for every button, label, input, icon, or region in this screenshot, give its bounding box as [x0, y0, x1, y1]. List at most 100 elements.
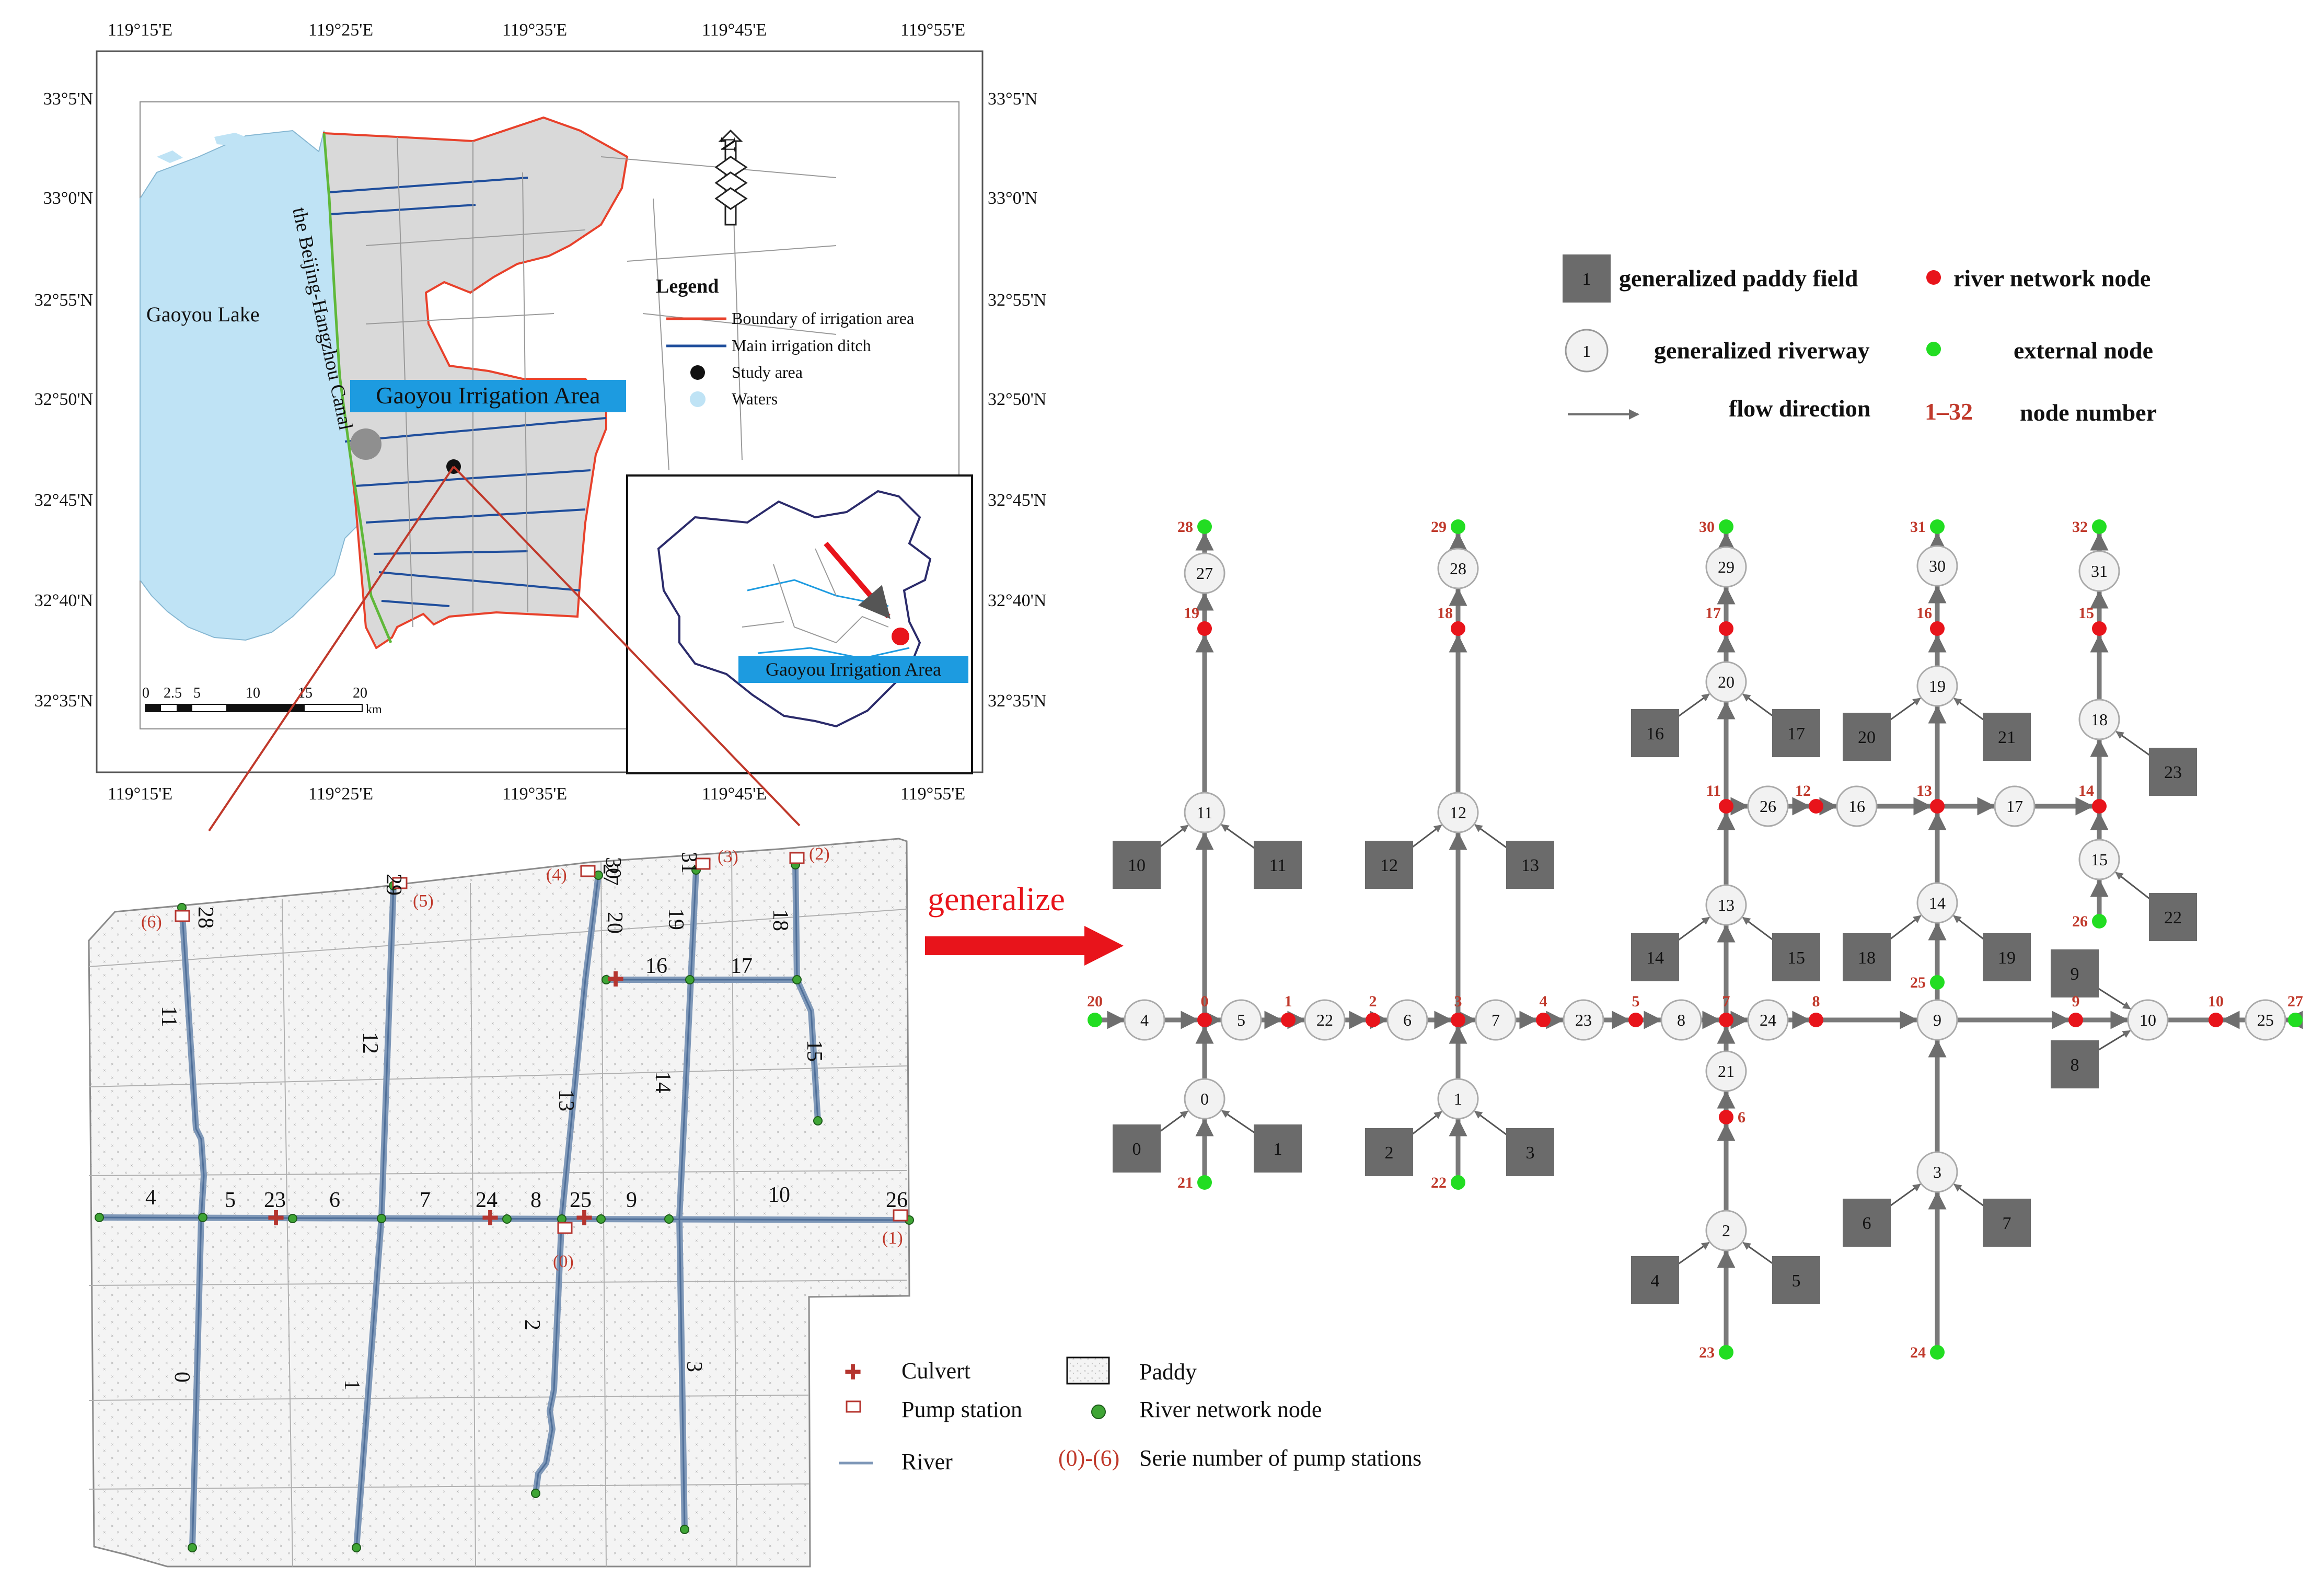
node-24: [1930, 1345, 1945, 1360]
svg-text:(5): (5): [413, 891, 434, 911]
node-26: [2092, 914, 2107, 929]
paddy-field-label: 1: [1274, 1140, 1282, 1159]
svg-text:32°35'N: 32°35'N: [34, 691, 93, 711]
node-7: [1719, 1013, 1733, 1027]
node-label: 10: [2208, 993, 2224, 1010]
paddy-field-22: [2149, 893, 2197, 941]
node-label: 7: [1722, 993, 1730, 1010]
svg-text:24: 24: [476, 1188, 498, 1212]
pump-labels: (0) (1) (2) (3) (4) (5) (6): [141, 844, 903, 1271]
legend-riverway: generalized riverway: [1654, 337, 1870, 364]
node-21: [1197, 1175, 1212, 1190]
svg-text:✚: ✚: [481, 1206, 499, 1230]
svg-text:32°55'N: 32°55'N: [988, 291, 1046, 310]
svg-text:2: 2: [520, 1319, 544, 1330]
node-0: [1197, 1013, 1212, 1027]
svg-text:9: 9: [626, 1188, 637, 1212]
node-label: 19: [1184, 605, 1199, 622]
legend-paddy: Paddy: [1139, 1359, 1197, 1385]
svg-text:33°0'N: 33°0'N: [43, 189, 93, 208]
svg-text:20: 20: [603, 912, 627, 934]
node-label: 22: [1431, 1174, 1447, 1191]
svg-text:119°35'E: 119°35'E: [502, 784, 567, 804]
legend-ditch: Main irrigation ditch: [732, 336, 871, 355]
node-28: [1197, 519, 1212, 534]
riverway-label: 11: [1197, 803, 1213, 822]
svg-text:32°45'N: 32°45'N: [34, 491, 93, 510]
paddy-field-9: [2051, 949, 2099, 997]
generalize-arrow: generalize: [925, 880, 1124, 966]
legend-flow: flow direction: [1729, 395, 1870, 422]
node-label: 28: [1177, 518, 1193, 536]
node-label: 30: [1699, 518, 1715, 536]
node-label: 16: [1916, 605, 1932, 622]
node-22: [1451, 1175, 1465, 1190]
zoom-line-left: [208, 466, 455, 832]
paddy-field-1: [1254, 1124, 1302, 1173]
gaoyou-town: [350, 428, 381, 460]
riverway-23: [1563, 999, 1604, 1041]
riverway-label: 6: [1403, 1011, 1412, 1029]
paddy-field-label: 14: [1646, 948, 1664, 968]
paddy-field-18: [1843, 933, 1891, 981]
riverway-21: [1705, 1050, 1747, 1092]
paddy-field-3: [1506, 1128, 1554, 1176]
node-label: 26: [2072, 913, 2088, 930]
svg-text:1: 1: [340, 1379, 364, 1390]
svg-text:6: 6: [329, 1188, 340, 1212]
node-8: [1809, 1013, 1823, 1027]
legend-field: generalized paddy field: [1619, 265, 1858, 292]
riverway-29: [1705, 546, 1747, 588]
paddy-field-label: 11: [1269, 856, 1287, 875]
legend-field-sample: 1: [1582, 270, 1591, 289]
riverway-2: [1705, 1210, 1747, 1251]
node-label: 27: [2287, 993, 2303, 1010]
study-legend: ✚ Culvert Paddy Pump station River netwo…: [839, 1356, 1421, 1475]
node-3: [1451, 1013, 1465, 1027]
node-6: [1719, 1110, 1733, 1124]
svg-text:32°40'N: 32°40'N: [34, 591, 93, 610]
riverway-10: [2127, 999, 2169, 1041]
node-label: 6: [1738, 1109, 1745, 1126]
svg-text:119°55'E: 119°55'E: [900, 20, 965, 40]
paddy-field-20: [1843, 713, 1891, 761]
node-label: 31: [1910, 518, 1926, 536]
svg-text:5: 5: [193, 685, 201, 701]
map-outer-frame: [96, 50, 984, 773]
svg-text:(0): (0): [553, 1252, 574, 1271]
riverway-label: 5: [1237, 1011, 1245, 1029]
riverway-label: 4: [1140, 1011, 1149, 1029]
riverway-31: [2078, 550, 2120, 592]
inset-label: Gaoyou Irrigation Area: [766, 659, 941, 680]
riverway-15: [2078, 839, 2120, 880]
svg-text:119°55'E: 119°55'E: [900, 784, 965, 804]
riverway-3: [1916, 1151, 1958, 1193]
svg-text:(3): (3): [718, 847, 738, 866]
node-label: 5: [1632, 993, 1640, 1010]
paddy-field-label: 6: [1863, 1214, 1871, 1233]
riverway-24: [1747, 999, 1789, 1041]
node-label: 25: [1910, 974, 1926, 991]
riverway-label: 20: [1718, 672, 1735, 691]
node-10: [2209, 1013, 2223, 1027]
svg-text:0: 0: [170, 1372, 194, 1383]
lake-label: Gaoyou Lake: [146, 303, 260, 326]
small-water-1: [214, 133, 251, 146]
riverway-label: 9: [1933, 1011, 1941, 1029]
riverway-label: 27: [1196, 564, 1213, 583]
lon-top: 119°15'E 119°25'E 119°35'E 119°45'E 119°…: [108, 20, 965, 40]
inset-arrow: [824, 541, 891, 619]
node-5: [1628, 1013, 1643, 1027]
node-31: [1930, 519, 1945, 534]
riverway-30: [1916, 545, 1958, 587]
study-area-paddy: [88, 838, 910, 1568]
paddy-field-label: 22: [2164, 908, 2182, 927]
generalize-label: generalize: [928, 880, 1065, 918]
riverway-label: 12: [1450, 803, 1466, 822]
node-13: [1930, 799, 1945, 814]
riverway-0: [1184, 1078, 1225, 1120]
svg-text:18: 18: [768, 909, 792, 931]
